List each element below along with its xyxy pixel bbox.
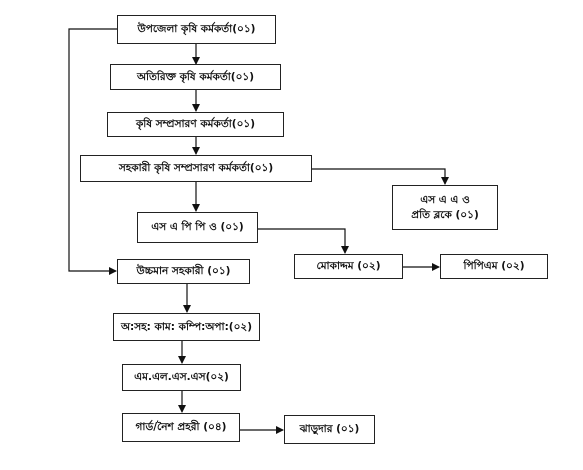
connector-upazila-to-ucchoman: [68, 28, 117, 275]
node-additional-krishi-officer: অতিরিক্ত কৃষি কর্মকর্তা(০১): [110, 64, 281, 90]
node-jharudar: ঝাড়ুদার (০১): [284, 415, 375, 444]
node-mlss: এম.এল.এস.এস(০২): [122, 364, 241, 391]
node-mokaddom: মোকাদ্দম (০২): [294, 254, 403, 279]
node-krishi-somprosaron-officer: কৃষি সম্প্রসারণ কর্মকর্তা(০১): [107, 112, 284, 137]
connector-asst-to-saao: [312, 168, 449, 185]
node-guard-night-guard: গার্ড/নৈশ প্রহরী (০৪): [122, 413, 240, 442]
node-ucchoman-sohokari: উচ্চমান সহকারী (০১): [117, 259, 250, 284]
node-office-assistant: অ:সহ: কাম: কম্পি:অপা:(০২): [113, 313, 260, 341]
saao-line-1: এস এ এ ও: [420, 194, 470, 207]
node-asst-krishi-somprosaron-officer: সহকারী কৃষি সম্প্রসারণ কর্মকর্তা(০১): [80, 155, 312, 182]
node-sapp-officer: এস এ পি পি ও (০১): [137, 212, 258, 243]
node-saao: এস এ এ ও প্রতি ব্লকে (০১): [392, 185, 498, 230]
saao-line-2: প্রতি ব্লকে (০১): [411, 208, 479, 221]
node-pipiem: পিপিএম (০২): [440, 254, 548, 279]
connector-sapp-to-mokaddom: [258, 228, 349, 254]
node-upazila-krishi-officer: উপজেলা কৃষি কর্মকর্তা(০১): [117, 15, 276, 44]
